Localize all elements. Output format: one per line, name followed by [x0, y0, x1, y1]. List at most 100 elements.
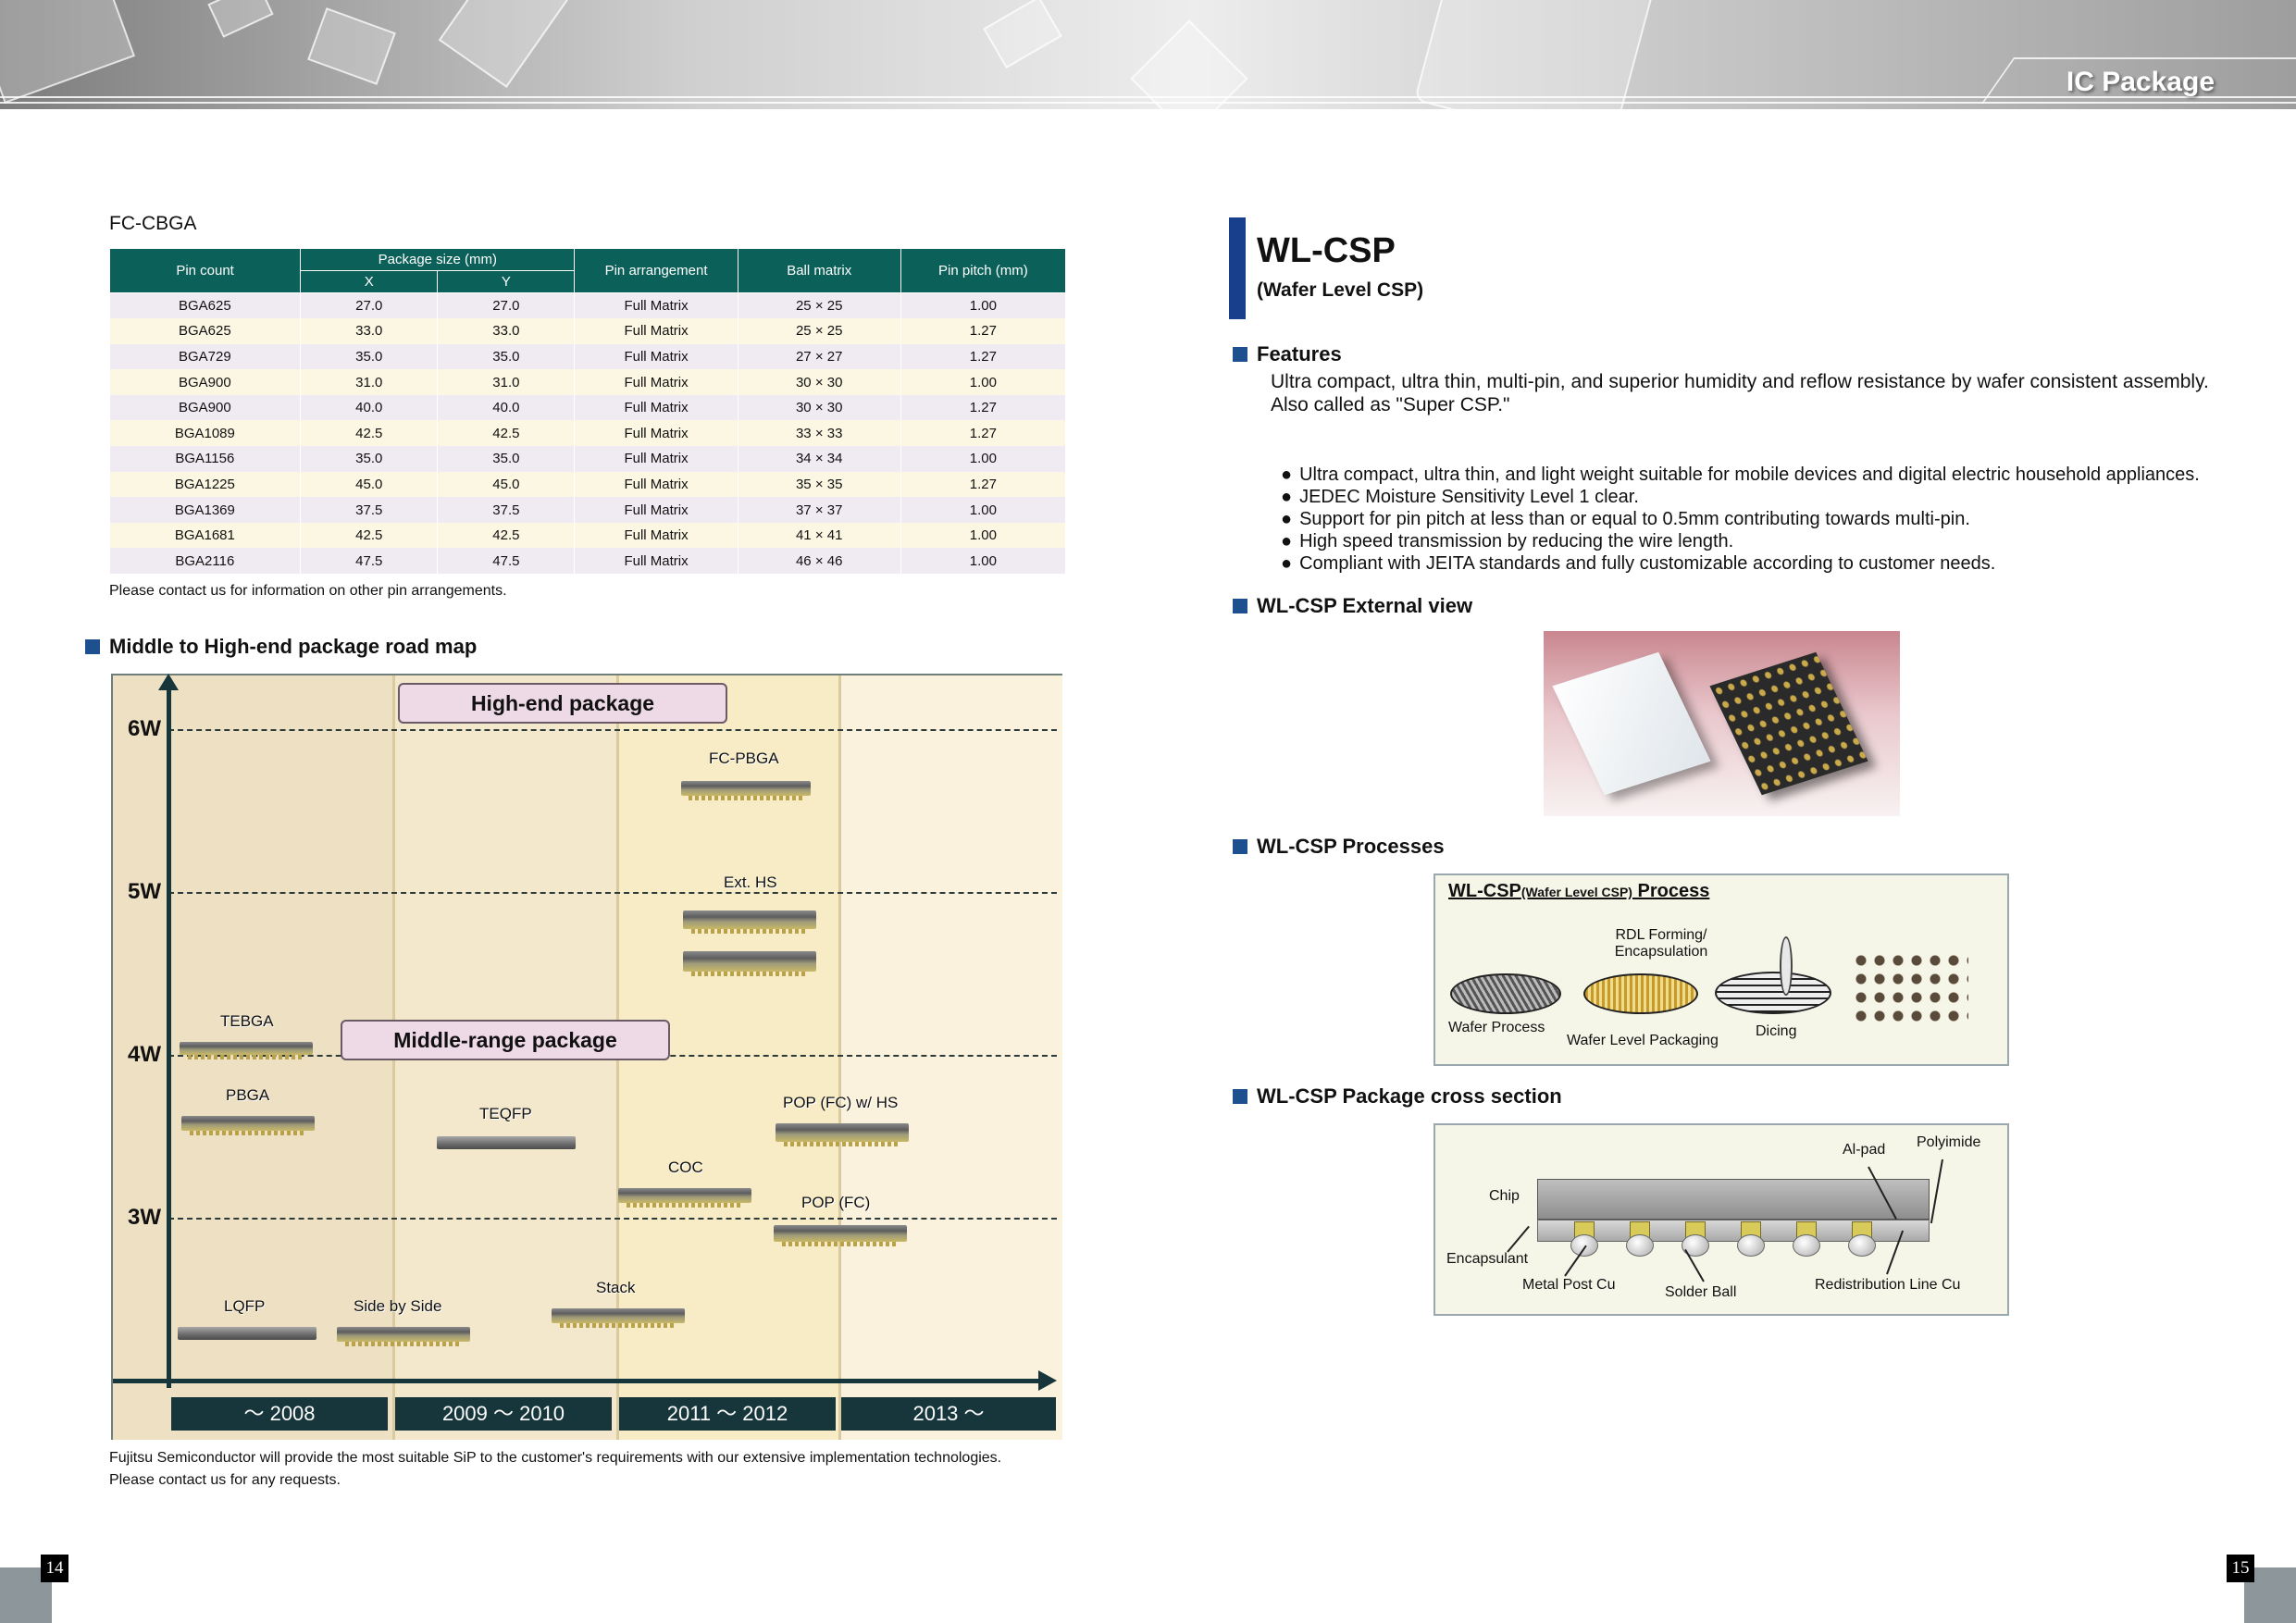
table-cell: 37.5	[437, 497, 576, 523]
teqfp-package	[437, 1136, 576, 1149]
table-cell: Full Matrix	[574, 318, 738, 344]
teqfp-label: TEQFP	[479, 1105, 532, 1122]
roadmap-column-2013	[838, 675, 1062, 1440]
cs-solder-ball	[1626, 1234, 1654, 1257]
table-cell: 47.5	[300, 548, 439, 575]
year-2013: 2013 ～	[841, 1397, 1056, 1431]
watt-gridline	[168, 1218, 1057, 1220]
table-cell: 27.0	[437, 292, 576, 319]
chip-decoration	[983, 0, 1062, 69]
table-cell: 1.00	[900, 548, 1067, 575]
encapsulant-leader-line	[1507, 1225, 1530, 1253]
table-cell: 34 × 34	[738, 446, 901, 472]
table-cell: 30 × 30	[738, 394, 901, 421]
middle-range-package-label: Middle-range package	[341, 1020, 670, 1060]
features-list-item: High speed transmission by reducing the …	[1281, 530, 2200, 552]
table-cell: 1.27	[900, 318, 1067, 344]
table-cell: BGA1156	[109, 446, 302, 472]
table-cell: 46 × 46	[738, 548, 901, 575]
roadmap-diagram: 6W 5W 4W 3W ～ 2008 2009 ～ 2010 2011 ～ 20…	[111, 674, 1062, 1440]
process-box-title: WL-CSP(Wafer Level CSP) Process	[1448, 881, 1709, 902]
page-title: WL-CSP	[1257, 231, 1396, 270]
cross-section-heading: WL-CSP Package cross section	[1233, 1084, 1562, 1109]
roadmap-note: Fujitsu Semiconductor will provide the m…	[109, 1447, 1001, 1492]
x-axis	[113, 1379, 1043, 1383]
redistribution-line-cu-label: Redistribution Line Cu	[1815, 1277, 1961, 1293]
al-pad-label: Al-pad	[1843, 1142, 1886, 1158]
fc-pbga-package	[681, 781, 811, 800]
rdl-label: RDL Forming/ Encapsulation	[1596, 927, 1726, 960]
table-cell: Full Matrix	[574, 292, 738, 319]
table-cell: 25 × 25	[738, 292, 901, 319]
cs-solder-ball	[1793, 1234, 1820, 1257]
wafer-process-wafer	[1450, 973, 1561, 1014]
tebga-package	[180, 1042, 313, 1059]
watt-label-6w: 6W	[128, 716, 161, 741]
year-divider	[838, 675, 841, 1440]
dicing-label: Dicing	[1756, 1023, 1797, 1039]
table-cell: Full Matrix	[574, 343, 738, 370]
header-pin-count: Pin count	[108, 248, 302, 293]
features-heading-text: Features	[1257, 342, 1342, 365]
table-cell: BGA900	[109, 394, 302, 421]
chip-decoration	[207, 0, 274, 38]
x-axis-arrow-icon	[1038, 1370, 1057, 1391]
page-number-right: 15	[2227, 1555, 2254, 1582]
table-cell: 27 × 27	[738, 343, 901, 370]
table-cell: 35.0	[437, 446, 576, 472]
table-cell: 37 × 37	[738, 497, 901, 523]
table-cell: Full Matrix	[574, 420, 738, 447]
cross-section-diagram: Al-pad Polyimide Chip Encapsulant Metal …	[1433, 1123, 2009, 1316]
roadmap-note-line2: Please contact us for any requests.	[109, 1472, 341, 1488]
y-axis-arrow-icon	[158, 674, 179, 690]
table-cell: 42.5	[300, 420, 439, 447]
metal-post-cu-label: Metal Post Cu	[1522, 1277, 1616, 1293]
table-cell: BGA625	[109, 318, 302, 344]
table-cell: 33.0	[437, 318, 576, 344]
pop-fc-hs-label: POP (FC) w/ HS	[783, 1094, 899, 1111]
ext-hs-package	[683, 951, 816, 976]
stack-label: Stack	[596, 1279, 636, 1296]
watt-label-3w: 3W	[128, 1205, 161, 1230]
watt-label-4w: 4W	[128, 1042, 161, 1067]
polyimide-label: Polyimide	[1917, 1134, 1981, 1150]
table-cell: BGA2116	[109, 548, 302, 575]
external-view-heading: WL-CSP External view	[1233, 594, 1472, 618]
year-2008: ～ 2008	[171, 1397, 388, 1431]
features-list-item: Ultra compact, ultra thin, and light wei…	[1281, 464, 2200, 486]
chip-decoration	[0, 0, 135, 105]
wl-csp-top-view	[1552, 651, 1711, 796]
section-square-icon	[85, 639, 100, 654]
lqfp-package	[178, 1327, 316, 1340]
table-cell: Full Matrix	[574, 522, 738, 549]
header-banner: IC Package	[0, 0, 2296, 109]
table-cell: 1.27	[900, 394, 1067, 421]
table-cell: 1.00	[900, 522, 1067, 549]
features-paragraph-1: Ultra compact, ultra thin, multi-pin, an…	[1271, 371, 2209, 392]
pop-fc-hs-package	[776, 1123, 909, 1146]
banner-stripe	[0, 102, 2296, 104]
table-cell: BGA729	[109, 343, 302, 370]
table-cell: 1.00	[900, 497, 1067, 523]
table-cell: 45.0	[437, 471, 576, 498]
page-number-left: 14	[41, 1555, 68, 1582]
section-square-icon	[1233, 1089, 1247, 1104]
polyimide-leader-line	[1930, 1158, 1943, 1224]
roadmap-heading: Middle to High-end package road map	[85, 635, 477, 659]
process-title-small: (Wafer Level CSP)	[1520, 885, 1632, 899]
page-subtitle: (Wafer Level CSP)	[1257, 279, 1424, 301]
table-cell: 37.5	[300, 497, 439, 523]
header-pin-pitch: Pin pitch (mm)	[900, 248, 1067, 293]
roadmap-note-line1: Fujitsu Semiconductor will provide the m…	[109, 1450, 1002, 1466]
watt-gridline	[168, 729, 1057, 731]
wl-csp-bottom-view	[1709, 651, 1868, 796]
process-title-end: Process	[1632, 881, 1710, 901]
rdl-label-line1: RDL Forming/	[1615, 927, 1707, 943]
cs-solder-ball	[1848, 1234, 1876, 1257]
stack-package	[552, 1308, 685, 1328]
title-accent-bar	[1229, 217, 1246, 319]
